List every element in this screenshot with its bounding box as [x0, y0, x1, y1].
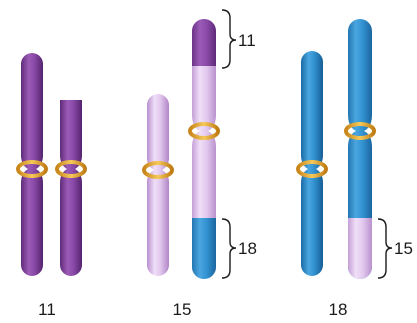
bracket-label-18: 18: [238, 239, 257, 258]
chromosome-18-derivative: [346, 15, 374, 281]
chromosome-pair-11: [18, 53, 85, 276]
bracket-15-on-18: [378, 219, 392, 278]
bracket-label-15: 15: [394, 239, 413, 258]
bracket-label-11: 11: [238, 31, 256, 50]
bracket-11-on-15: [222, 10, 236, 68]
chromosome-pair-15: [144, 15, 218, 281]
pair-label-15: 15: [173, 300, 192, 319]
segment-18-on-15: [190, 218, 218, 281]
pair-label-18: 18: [329, 300, 348, 319]
chromosome-11-derivative: [60, 100, 82, 276]
chromosome-15-normal: [147, 94, 169, 276]
chromosome-pair-18: [298, 15, 374, 281]
pair-label-11: 11: [38, 300, 56, 319]
bracket-18-on-15: [222, 219, 236, 278]
segment-11-on-15: [190, 15, 218, 66]
chromosome-15-derivative: [190, 15, 218, 281]
segment-15-on-18: [346, 218, 374, 281]
